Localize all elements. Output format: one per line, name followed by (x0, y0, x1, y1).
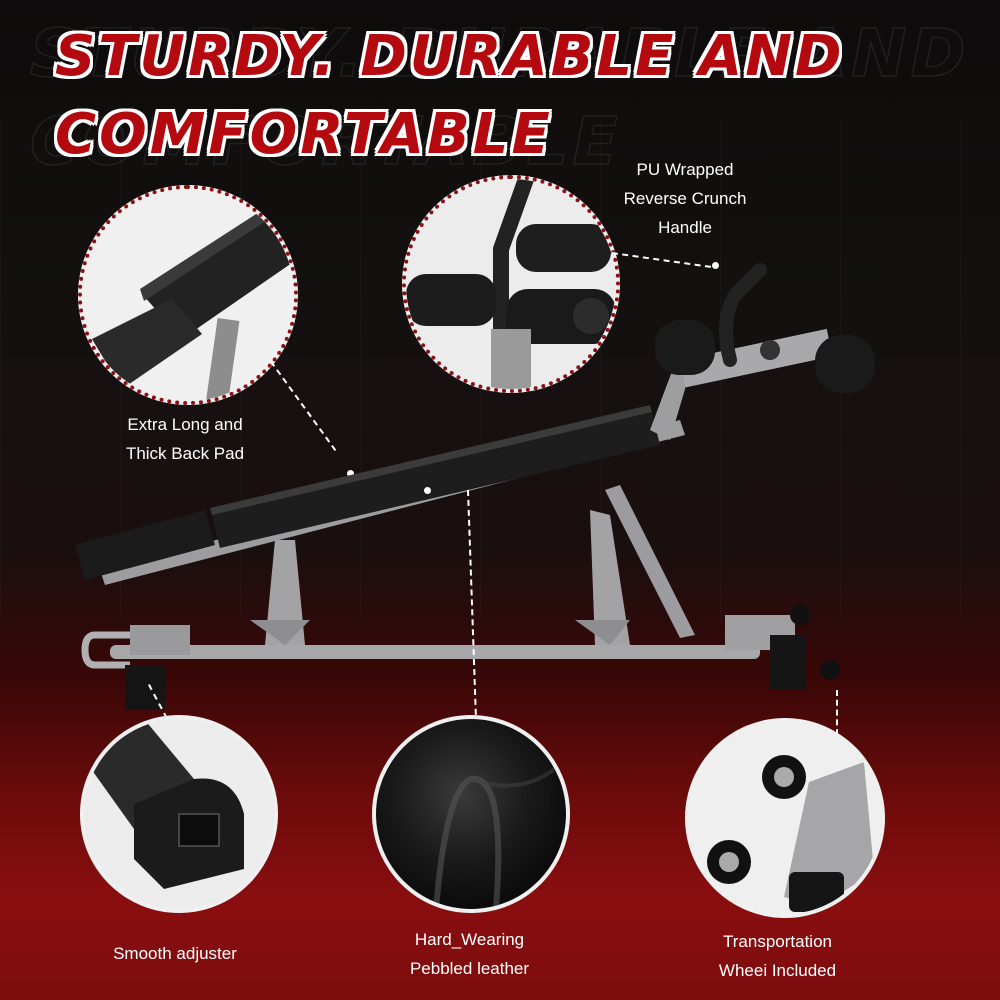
roller-handle-closeup-image (402, 175, 620, 393)
headline-line-1: STURDY. DURABLE AND (55, 24, 845, 89)
transport-wheel-closeup-image (685, 718, 885, 918)
back-pad-pointer-dot (347, 470, 354, 477)
adjuster-label: Smooth adjuster (113, 944, 237, 963)
handle-pointer-dot (712, 262, 719, 269)
pebbled-leather-closeup-image (372, 715, 570, 913)
main-product-bench-image (70, 240, 910, 720)
wheel-pointer (836, 690, 838, 745)
headline-shadow: STURDY. DURABLE AND COMFORTABLE (29, 14, 970, 181)
back-pad-closeup-image (78, 185, 298, 405)
headline: STURDY. DURABLE AND COMFORTABLE (55, 18, 845, 174)
adjuster-closeup-image (80, 715, 278, 913)
headline-line-2: COMFORTABLE (55, 102, 553, 167)
leather-pointer-dot (424, 487, 431, 494)
